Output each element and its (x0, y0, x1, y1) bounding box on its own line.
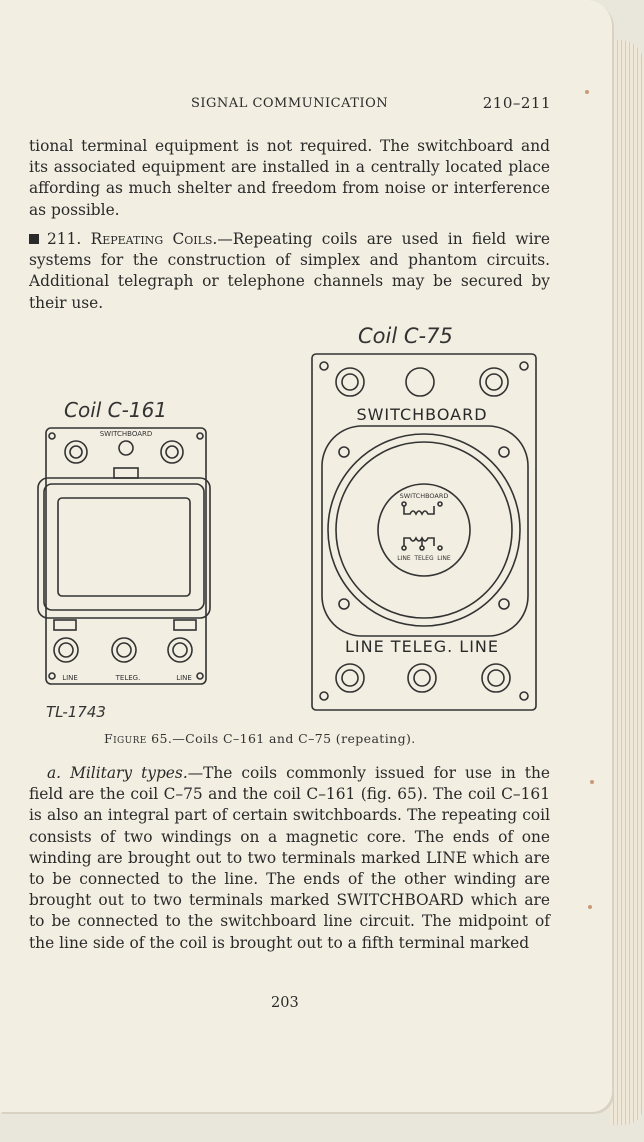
coil-c75-labels: SWITCHBOARD SWITCHBOARD LINE TELEG LINE … (345, 405, 499, 656)
coil-c75-bottom-label: LINE TELEG. LINE (345, 637, 499, 656)
section-heading: Repeating Coils. (90, 230, 218, 248)
coil-c161-teleg-label: TELEG. (115, 674, 141, 682)
running-head-title: SIGNAL COMMUNICATION (191, 96, 389, 111)
page-edge (610, 40, 644, 1125)
section-text: —Repeating coils are used in field wire … (29, 230, 550, 312)
schematic-switchboard-label: SWITCHBOARD (400, 492, 449, 500)
figure-tl-number: TL-1743 (46, 703, 106, 721)
stain-spot (590, 780, 594, 784)
paragraph-continuation: tional terminal equipment is not require… (29, 137, 550, 219)
coil-c75-drawing (311, 353, 537, 711)
section-number: 211. (47, 230, 82, 248)
coil-c75-title: Coil C-75 (358, 324, 453, 348)
section-marker-icon (29, 234, 39, 244)
coil-c161-drawing (37, 427, 211, 685)
stain-spot (585, 90, 589, 94)
coil-c161-line-left-label: LINE (62, 674, 78, 682)
coil-c161-labels: SWITCHBOARD LINE TELEG. LINE (62, 430, 192, 682)
coil-c161-line-right-label: LINE (176, 674, 192, 682)
figure-caption: Figure 65.—Coils C–161 and C–75 (repeati… (104, 731, 416, 746)
figure-caption-label: Figure 65. (104, 731, 173, 746)
coil-c161-switchboard-label: SWITCHBOARD (100, 430, 153, 438)
subsection-label: a. (47, 764, 62, 782)
schematic-line-left-label: LINE (397, 555, 411, 562)
figure-caption-text: —Coils C–161 and C–75 (repeating). (172, 731, 416, 746)
page-number: 203 (271, 995, 299, 1011)
paragraph-military-types: a. Military types.—The coils commonly is… (29, 763, 550, 954)
subsection-text: —The coils commonly issued for use in th… (29, 764, 550, 952)
running-head-page-range: 210–211 (482, 94, 551, 112)
schematic-line-right-label: LINE (437, 555, 451, 562)
figure-65: Coil C-75 Coil C-161 TL-1743 SWITC (0, 320, 600, 721)
book-page: SIGNAL COMMUNICATION 210–211 tional term… (0, 90, 600, 1011)
paragraph-211: 211. Repeating Coils.—Repeating coils ar… (29, 229, 550, 314)
schematic-teleg-label: TELEG (413, 555, 434, 562)
stain-spot (588, 905, 592, 909)
subsection-heading: Military types. (70, 764, 188, 782)
coil-c75-switchboard-label: SWITCHBOARD (356, 405, 487, 424)
coil-c161-title: Coil C-161 (64, 398, 168, 422)
